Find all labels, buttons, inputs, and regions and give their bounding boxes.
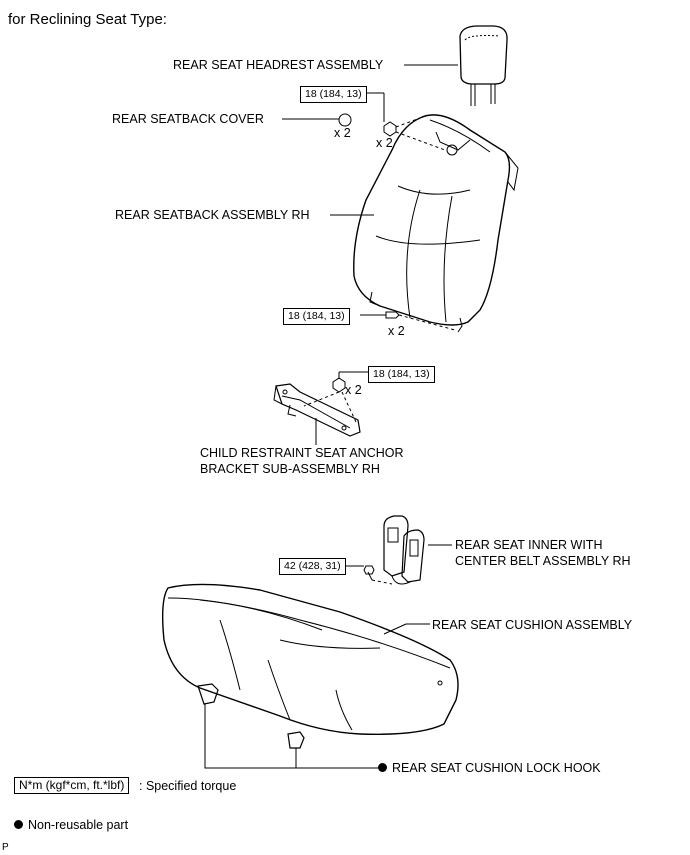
lock-hook-label: REAR SEAT CUSHION LOCK HOOK — [378, 761, 601, 776]
non-reusable-marker-icon — [378, 763, 387, 773]
bottom-bolt — [385, 311, 400, 319]
torque-belt: 42 (428, 31) — [279, 558, 346, 575]
headrest-label: REAR SEAT HEADREST ASSEMBLY — [173, 58, 384, 72]
bullet-icon — [14, 820, 23, 830]
lock-hook-a — [197, 683, 219, 705]
cover-quantity: x 2 — [334, 126, 351, 140]
belt-assembly-drawing — [383, 515, 425, 585]
cushion-leader-a — [383, 623, 407, 635]
torque-anchor: 18 (184, 13) — [368, 366, 435, 383]
lock-hook-text: REAR SEAT CUSHION LOCK HOOK — [392, 761, 601, 775]
top-bolt — [383, 121, 397, 137]
torque-seatback-bottom: 18 (184, 13) — [283, 308, 350, 325]
anchor-bolt — [332, 377, 346, 393]
anchor-bracket-drawing — [273, 383, 361, 437]
seatback-assembly-label: REAR SEATBACK ASSEMBLY RH — [115, 208, 310, 222]
anchor-label-line2: BRACKET SUB-ASSEMBLY RH — [200, 462, 380, 476]
legend-non-reusable-text: Non-reusable part — [28, 818, 129, 832]
lock-hook-b — [287, 731, 305, 749]
anchor-label-line1: CHILD RESTRAINT SEAT ANCHOR — [200, 446, 404, 460]
cushion-drawing — [161, 583, 459, 735]
footer-code: P — [2, 842, 9, 853]
belt-bolt — [363, 565, 375, 575]
cover-part — [338, 113, 352, 127]
headrest-drawing — [459, 25, 508, 106]
belt-label-line2: CENTER BELT ASSEMBLY RH — [455, 554, 631, 568]
torque-seatback-top: 18 (184, 13) — [300, 86, 367, 103]
legend-torque-desc: : Specified torque — [139, 779, 237, 793]
seatback-drawing — [353, 114, 519, 333]
cushion-label: REAR SEAT CUSHION ASSEMBLY — [432, 618, 633, 632]
anchor-quantity: x 2 — [345, 383, 362, 397]
section-title: for Reclining Seat Type: — [8, 11, 167, 28]
seatback-cover-label: REAR SEATBACK COVER — [112, 112, 264, 126]
seatback-top-quantity: x 2 — [376, 136, 393, 150]
legend-torque-unit: N*m (kgf*cm, ft.*lbf) — [14, 777, 130, 794]
legend-non-reusable: Non-reusable part — [14, 818, 128, 833]
belt-label-line1: REAR SEAT INNER WITH — [455, 538, 603, 552]
seatback-bottom-quantity: x 2 — [388, 324, 405, 338]
